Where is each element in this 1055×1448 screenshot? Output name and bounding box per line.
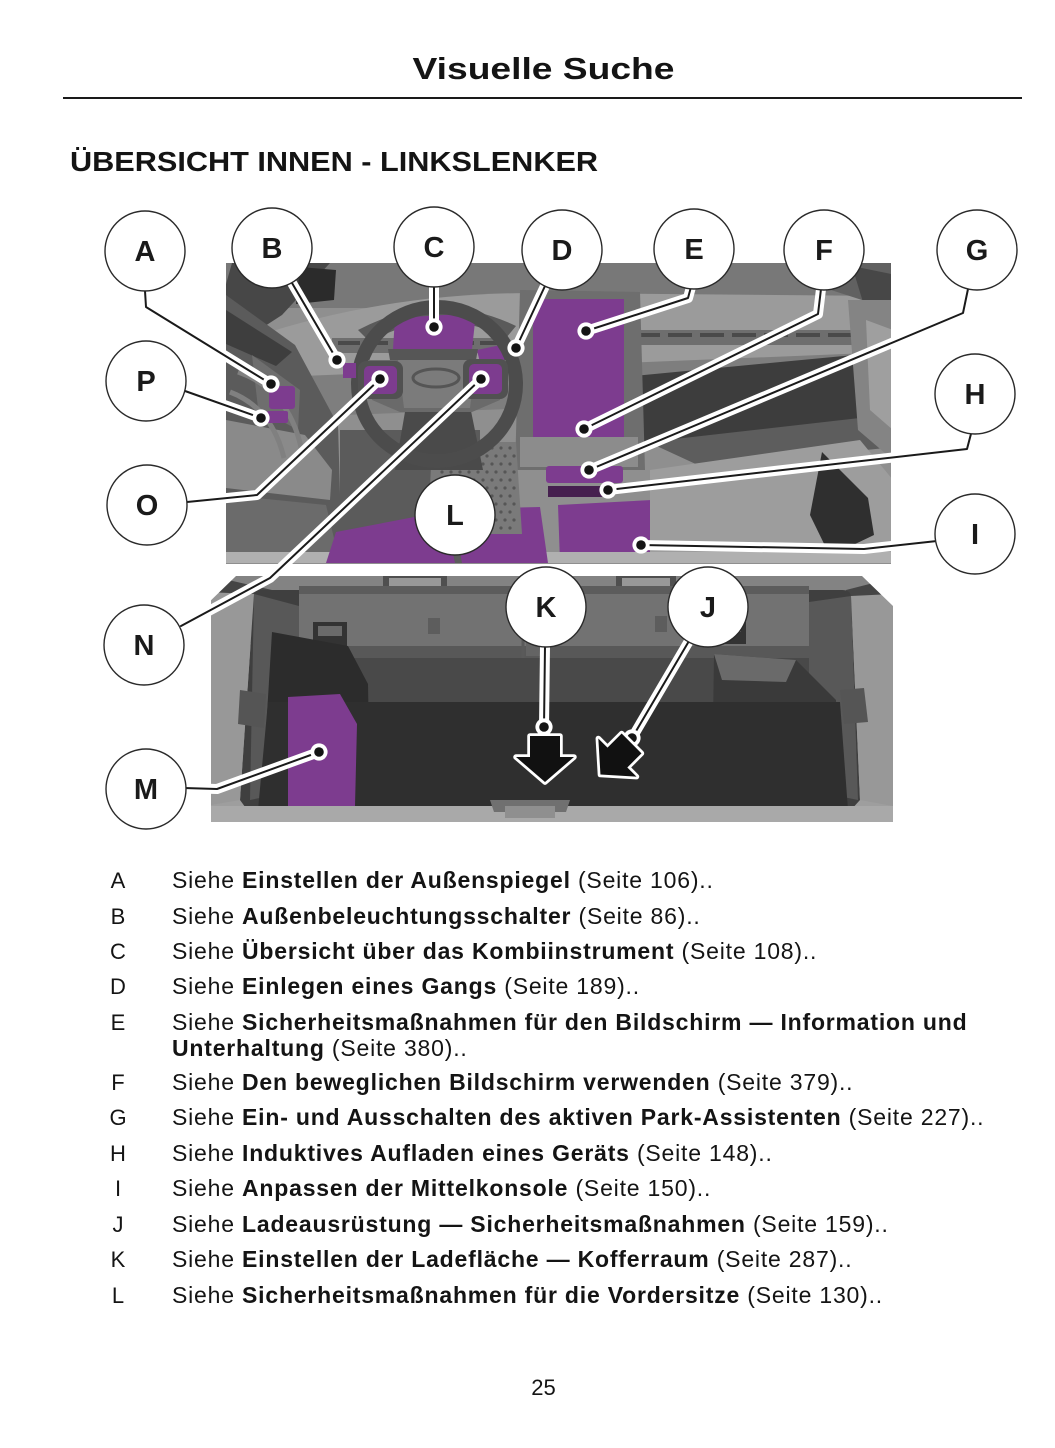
svg-text:O: O <box>136 490 159 522</box>
svg-text:L: L <box>446 500 464 532</box>
svg-text:C: C <box>424 232 445 264</box>
svg-text:D: D <box>552 235 573 267</box>
svg-text:F: F <box>815 235 833 267</box>
svg-text:I: I <box>971 519 979 551</box>
svg-text:G: G <box>966 235 989 267</box>
svg-text:K: K <box>536 592 557 624</box>
svg-text:H: H <box>965 379 986 411</box>
svg-text:N: N <box>134 630 155 662</box>
svg-text:B: B <box>262 233 283 265</box>
svg-text:A: A <box>135 236 156 268</box>
svg-text:P: P <box>136 366 155 398</box>
svg-text:J: J <box>700 592 716 624</box>
svg-text:E: E <box>684 234 703 266</box>
svg-text:M: M <box>134 774 158 806</box>
